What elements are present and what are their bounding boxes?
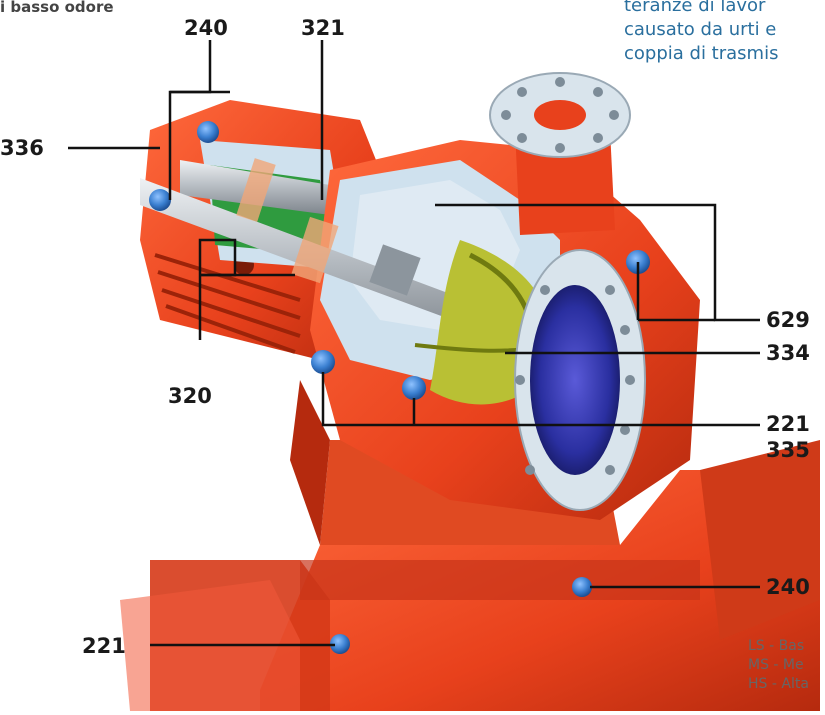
suction-flange [514, 249, 646, 511]
paragraph-line-2: causato da urti e [624, 19, 777, 40]
label-240-top: 240 [184, 16, 228, 40]
bolt-icon [197, 121, 219, 143]
leader-lines [68, 40, 760, 647]
label-240-right: 240 [766, 575, 810, 599]
paragraph-line-3: coppia di trasmis [624, 43, 779, 64]
label-629: 629 [766, 308, 810, 332]
legend-line-ls: LS - Bas [748, 638, 805, 654]
legend-line-hs: HS - Alta [748, 676, 809, 692]
header-fragment: i basso odore [0, 0, 114, 16]
label-336: 336 [0, 136, 44, 160]
bolt-icon [330, 634, 350, 654]
label-221-right: 221 [766, 412, 810, 436]
label-221-left: 221 [82, 634, 126, 658]
bolt-icon [311, 350, 335, 374]
label-321: 321 [301, 16, 345, 40]
legend-line-ms: MS - Me [748, 657, 804, 673]
label-334: 334 [766, 341, 810, 365]
bolt-icon [572, 577, 592, 597]
label-320: 320 [168, 384, 212, 408]
bolts [149, 121, 650, 654]
bolt-icon [402, 376, 426, 400]
discharge-flange [489, 72, 631, 235]
label-335: 335 [766, 438, 810, 462]
paragraph-line-1: teranze di lavor [624, 0, 766, 16]
bolt-icon [149, 189, 171, 211]
pump-shaft [140, 158, 520, 345]
